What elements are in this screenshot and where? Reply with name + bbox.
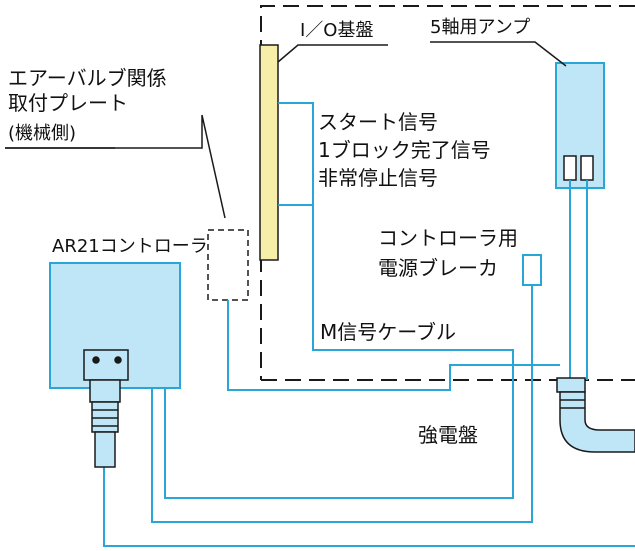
io-board-label: I／O基盤 [300, 20, 374, 41]
controller-label: AR21コントローラ [52, 236, 208, 257]
amp-connector-left [563, 155, 577, 181]
amp-connector-right [580, 155, 594, 181]
signal-lines [164, 102, 514, 499]
amp-5axis-label: 5軸用アンプ [430, 17, 531, 38]
controller-breaker [522, 254, 542, 286]
amp-leader [430, 41, 567, 67]
power-panel-label: 強電盤 [418, 423, 478, 447]
machine-side-label: (機械側) [8, 123, 77, 144]
breaker-label-1: コントローラ用 [378, 226, 518, 250]
signal-estop-label: 非常停止信号 [318, 166, 438, 190]
breaker-line [151, 285, 533, 523]
air-valve-label-2: 取付プレート [8, 91, 128, 115]
signal-block-done-label: 1ブロック完了信号 [318, 138, 491, 162]
bottom-cable [103, 465, 635, 547]
breaker-label-2: 電源ブレーカ [378, 256, 498, 280]
io-board-leader [277, 44, 388, 63]
io-board [259, 44, 279, 261]
air-valve-line [227, 300, 560, 391]
amp-cables [569, 180, 588, 380]
m-cable-label: M信号ケーブル [320, 320, 457, 344]
power-panel-enclosure [260, 5, 635, 381]
conduit-elbow [556, 377, 635, 453]
air-valve-plate [207, 229, 249, 301]
amp-5axis [555, 62, 605, 189]
controller-connector [83, 349, 129, 468]
signal-start-label: スタート信号 [318, 110, 438, 134]
air-valve-label-1: エアーバルブ関係 [8, 66, 167, 90]
